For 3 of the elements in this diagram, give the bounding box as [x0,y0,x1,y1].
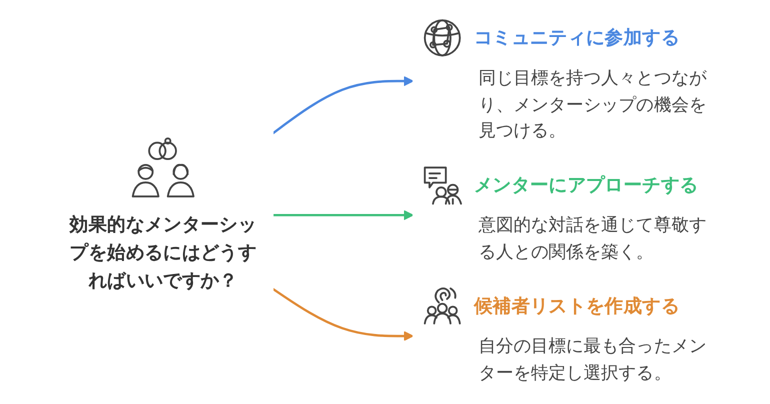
arrow [272,210,414,220]
arrow [272,76,414,134]
arrow [272,288,414,342]
